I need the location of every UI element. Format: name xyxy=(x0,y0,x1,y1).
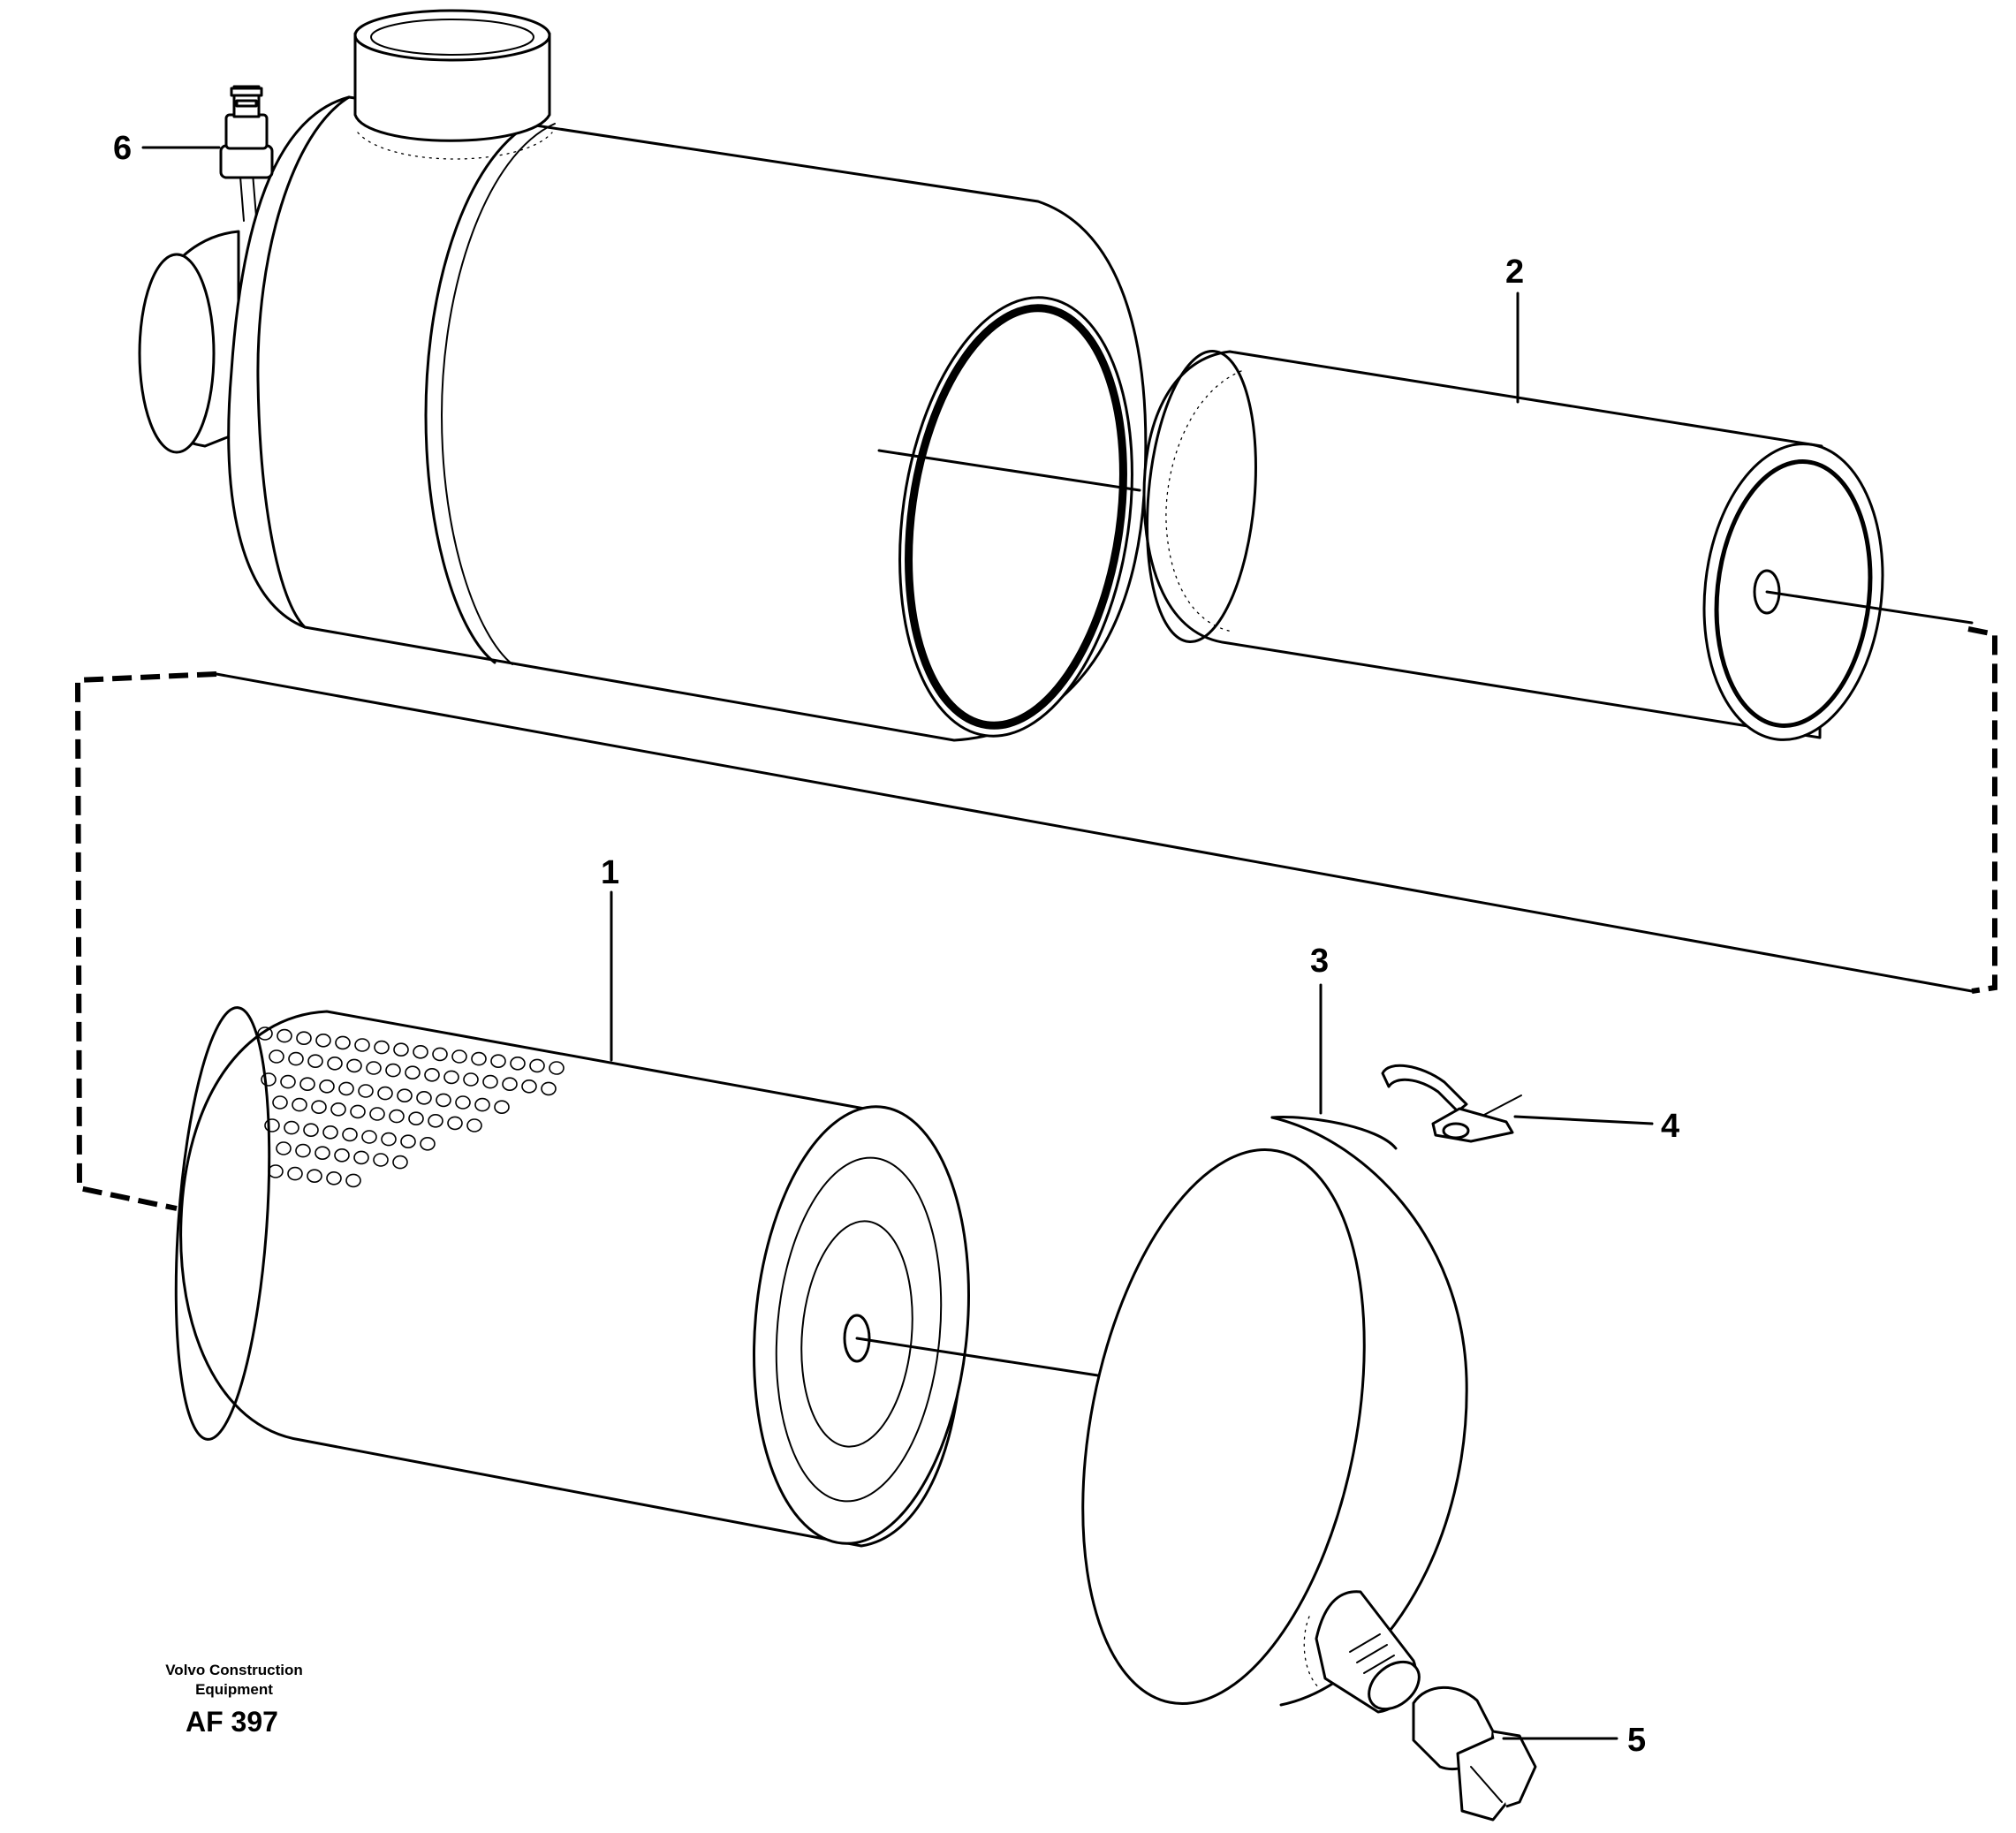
mesh-hole xyxy=(346,1058,362,1073)
mesh-hole xyxy=(392,1155,408,1170)
callout-4: 4 xyxy=(1661,1108,1679,1145)
mesh-hole xyxy=(327,1057,343,1071)
mesh-hole xyxy=(264,1118,280,1132)
mesh-hole xyxy=(272,1095,288,1110)
mesh-hole xyxy=(521,1079,537,1094)
callout-3: 3 xyxy=(1310,943,1329,980)
mesh-hole xyxy=(432,1047,448,1062)
mesh-hole xyxy=(307,1054,323,1068)
filter-housing xyxy=(138,9,1148,742)
mesh-hole xyxy=(377,1086,393,1101)
credit-line-1: Volvo Construction xyxy=(165,1662,303,1678)
mesh-hole xyxy=(494,1100,510,1114)
mesh-hole xyxy=(335,1035,351,1050)
mesh-hole xyxy=(374,1040,390,1055)
drawing-code: AF 397 xyxy=(186,1706,278,1738)
main-filter-1 xyxy=(174,1006,1117,1548)
safety-filter-2 xyxy=(1142,350,1974,741)
mesh-hole xyxy=(385,1063,401,1078)
mesh-hole xyxy=(334,1148,350,1163)
callout-1: 1 xyxy=(601,854,619,891)
mesh-hole xyxy=(381,1132,397,1147)
mesh-hole xyxy=(393,1042,409,1057)
mesh-hole xyxy=(420,1137,436,1151)
mesh-hole xyxy=(296,1031,312,1045)
mesh-hole xyxy=(288,1051,304,1066)
mesh-hole xyxy=(366,1061,382,1075)
credit-line-2: Equipment xyxy=(195,1681,273,1698)
mesh-hole xyxy=(455,1095,471,1110)
mesh-hole xyxy=(424,1068,440,1082)
dust-valve-5 xyxy=(1412,1685,1537,1822)
mesh-hole xyxy=(529,1058,545,1073)
mesh-hole xyxy=(268,1164,284,1178)
mesh-hole xyxy=(400,1134,416,1148)
mesh-hole xyxy=(373,1153,389,1167)
mesh-hole xyxy=(510,1057,526,1071)
mesh-hole xyxy=(284,1120,299,1135)
mesh-hole xyxy=(292,1097,307,1112)
leader-lines xyxy=(141,146,1654,1740)
mesh-hole xyxy=(276,1141,292,1155)
mesh-hole xyxy=(369,1107,385,1121)
mesh-hole xyxy=(466,1118,482,1132)
cover-3 xyxy=(1081,1116,1468,1714)
perforated-mesh xyxy=(257,1026,565,1188)
mesh-hole xyxy=(299,1077,315,1091)
mesh-hole xyxy=(428,1114,443,1128)
clamp-clip-4 xyxy=(1381,1064,1522,1143)
mesh-hole xyxy=(345,1173,361,1188)
mesh-hole xyxy=(315,1146,330,1160)
assembly-connector xyxy=(74,626,1997,1211)
nipple-fitting-6 xyxy=(219,85,274,222)
mesh-hole xyxy=(471,1051,487,1066)
mesh-hole xyxy=(436,1093,451,1108)
mesh-hole xyxy=(541,1081,557,1096)
mesh-hole xyxy=(361,1130,377,1144)
mesh-hole xyxy=(326,1171,342,1185)
mesh-hole xyxy=(350,1104,366,1119)
callout-5: 5 xyxy=(1627,1722,1646,1759)
mesh-hole xyxy=(490,1054,506,1068)
mesh-hole xyxy=(269,1049,284,1064)
mesh-hole xyxy=(413,1045,428,1059)
mesh-hole xyxy=(287,1166,303,1181)
mesh-hole xyxy=(463,1072,479,1087)
mesh-hole xyxy=(353,1150,369,1165)
mesh-hole xyxy=(319,1079,335,1094)
mesh-hole xyxy=(451,1049,467,1064)
mesh-hole xyxy=(416,1091,432,1105)
mesh-hole xyxy=(549,1061,565,1075)
mesh-hole xyxy=(443,1070,459,1085)
mesh-hole xyxy=(330,1102,346,1117)
mesh-hole xyxy=(389,1109,405,1124)
mesh-hole xyxy=(303,1123,319,1137)
mesh-hole xyxy=(311,1100,327,1114)
mesh-hole xyxy=(405,1065,421,1079)
mesh-hole xyxy=(447,1116,463,1131)
mesh-hole xyxy=(408,1111,424,1125)
mesh-hole xyxy=(474,1097,490,1112)
mesh-hole xyxy=(354,1038,370,1052)
mesh-hole xyxy=(338,1081,354,1096)
mesh-hole xyxy=(502,1077,518,1091)
mesh-hole xyxy=(322,1125,338,1140)
callout-2: 2 xyxy=(1505,254,1524,291)
mesh-hole xyxy=(315,1034,331,1048)
mesh-hole xyxy=(482,1074,498,1089)
callout-6: 6 xyxy=(113,130,132,167)
mesh-hole xyxy=(397,1088,413,1102)
mesh-hole xyxy=(358,1084,374,1098)
mesh-hole xyxy=(342,1127,358,1142)
mesh-hole xyxy=(257,1026,273,1041)
mesh-hole xyxy=(280,1074,296,1089)
mesh-hole xyxy=(295,1143,311,1158)
mesh-hole xyxy=(277,1028,292,1043)
mesh-hole xyxy=(307,1169,322,1183)
mesh-hole xyxy=(261,1072,277,1087)
